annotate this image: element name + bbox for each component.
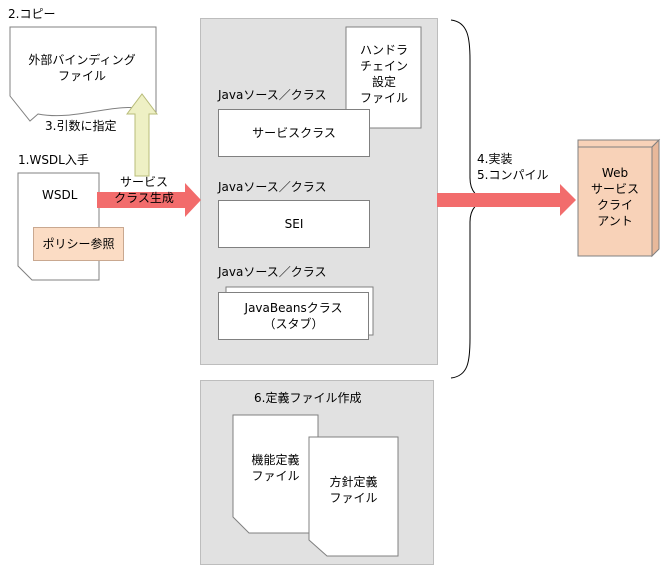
sei-label: SEI [284, 217, 304, 231]
policy-ref-box [33, 227, 124, 261]
src1-label: Javaソース／クラス [218, 88, 327, 102]
step-impl-label: 4.実装 [477, 152, 513, 166]
step-copy-label: 2.コピー [8, 7, 56, 21]
service-class-label: サービスクラス [252, 126, 336, 140]
step-compile-label: 5.コンパイル [477, 168, 549, 182]
handler-chain-label: ハンドラ チェイン 設定 ファイル [359, 43, 408, 105]
client-box-side [651, 138, 660, 258]
wsdl-label: WSDL [42, 188, 78, 202]
func-def-label: 機能定義 ファイル [251, 453, 300, 483]
step-generate-label: サービス クラス生成 [114, 175, 174, 205]
client-box-front [577, 146, 653, 257]
client-label: Web サービス クライ アント [590, 166, 639, 228]
client-box-top [577, 139, 661, 148]
step-arg-label: 3.引数に指定 [45, 119, 117, 133]
src2-label: Javaソース／クラス [218, 180, 327, 194]
binding-file-label: 外部バインディング ファイル [28, 53, 136, 83]
policy-ref-label: ポリシー参照 [42, 237, 115, 251]
policy-def-doc [308, 436, 399, 557]
step-def-label: 6.定義ファイル作成 [254, 391, 362, 405]
generate-arrow [97, 183, 201, 217]
sei-box [218, 200, 370, 248]
javabeans-label: JavaBeansクラス （スタブ） [244, 301, 343, 331]
handler-chain-doc [345, 26, 422, 129]
policy-def-label: 方針定義 ファイル [329, 475, 378, 505]
func-def-doc [232, 414, 319, 534]
arg-arrow [126, 93, 158, 177]
step-wsdl-label: 1.WSDL入手 [18, 153, 89, 167]
javabeans-box [218, 292, 369, 340]
src3-label: Javaソース／クラス [218, 265, 327, 279]
service-class-box [218, 109, 370, 157]
compile-arrow [437, 184, 576, 216]
